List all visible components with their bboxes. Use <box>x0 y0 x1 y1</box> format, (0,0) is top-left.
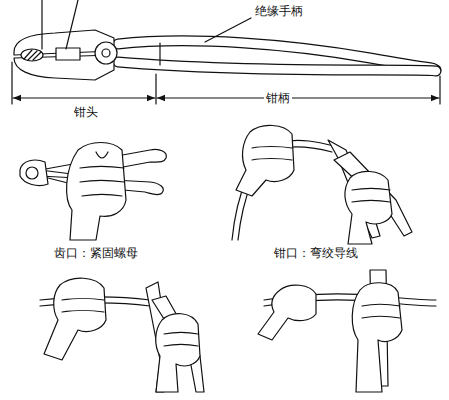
caption-label: 钳口：弯绞导线 <box>272 246 360 260</box>
drawing-stroke <box>156 314 200 392</box>
drawing-stroke <box>164 333 198 347</box>
drawing-stroke <box>205 18 251 42</box>
drawing-stroke <box>24 50 41 60</box>
hand-holding-wire <box>40 278 204 392</box>
dimension-label: 钳柄 <box>264 91 292 105</box>
pliers-drawing <box>14 0 436 80</box>
drawing-stroke <box>80 152 124 196</box>
drawing-stroke <box>118 41 436 70</box>
drawing-stroke <box>258 285 316 340</box>
dimension-label: 钳头 <box>72 105 100 119</box>
caption-label: 齿口：紧固螺母 <box>52 246 140 260</box>
drawing-stroke <box>102 49 110 57</box>
drawing-stroke <box>252 147 292 161</box>
hand-tightening-nut <box>20 143 166 241</box>
drawing-stroke <box>21 49 43 61</box>
drawing-stroke <box>12 62 440 104</box>
drawing-stroke <box>13 97 155 98</box>
drawing-stroke <box>42 0 78 49</box>
drawing-stroke <box>20 160 48 186</box>
drawing-stroke <box>118 41 436 70</box>
drawing-stroke <box>44 278 106 360</box>
drawing-stroke <box>352 283 402 392</box>
drawing-stroke <box>345 171 392 244</box>
drawing-stroke <box>152 296 204 392</box>
drawing-stroke <box>118 62 436 71</box>
drawing-stroke <box>157 97 439 98</box>
drawing-stroke <box>26 167 38 179</box>
drawing-stroke <box>95 42 117 64</box>
drawing-stroke <box>67 143 126 241</box>
part-name: 绝缘手柄 <box>253 4 305 18</box>
drawing-stroke <box>62 299 104 313</box>
drawing-stroke <box>118 62 436 71</box>
drawing-stroke <box>236 125 294 196</box>
drawing-stroke <box>352 189 390 203</box>
hand-twisting-wire <box>258 270 436 392</box>
hand-bending-wire <box>232 125 412 244</box>
drawing-stroke <box>56 48 80 60</box>
dimension-lines <box>12 62 440 104</box>
drawing-stroke <box>159 43 160 65</box>
drawing-stroke <box>362 305 400 319</box>
